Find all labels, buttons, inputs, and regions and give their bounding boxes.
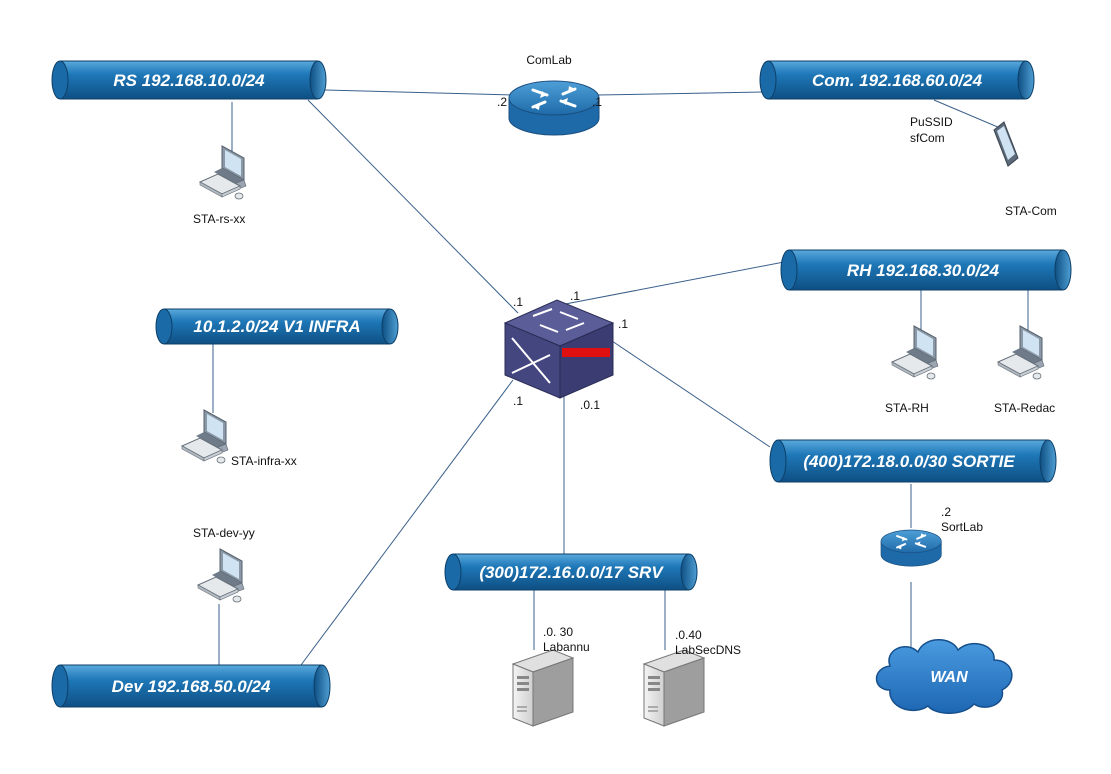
- sta-redac-label: STA-Redac: [994, 401, 1055, 415]
- sta-rs-label: STA-rs-xx: [193, 212, 245, 226]
- bus-sortie-label: (400)172.18.0.0/30 SORTIE: [803, 452, 1015, 471]
- pc-icon: [891, 325, 939, 380]
- bus-rs-label: RS 192.168.10.0/24: [113, 71, 265, 90]
- bus-srv-label: (300)172.16.0.0/17 SRV: [479, 563, 664, 582]
- pc-icon: [997, 325, 1045, 380]
- addr-sw-rh: .1: [570, 289, 580, 303]
- bus-rh[interactable]: RH 192.168.30.0/24: [780, 249, 1072, 291]
- link-rs-switch: [307, 99, 519, 314]
- router-icon: [879, 529, 943, 568]
- wan-label: WAN: [930, 669, 968, 686]
- server-icon: [512, 649, 574, 727]
- link-rs-comlab: [324, 89, 513, 96]
- bus-dev-label: Dev 192.168.50.0/24: [112, 677, 271, 696]
- sta-dev-label: STA-dev-yy: [193, 526, 255, 540]
- pc-icon: [181, 409, 229, 464]
- link-comlab-com: [597, 91, 765, 96]
- bus-infra[interactable]: 10.1.2.0/24 V1 INFRA: [155, 308, 399, 345]
- sta-com-label: STA-Com: [1005, 204, 1057, 218]
- bus-rh-label: RH 192.168.30.0/24: [847, 261, 1000, 280]
- smartphone-icon: [993, 121, 1019, 167]
- ssid-value: sfCom: [910, 131, 945, 145]
- sta-infra-label: STA-infra-xx: [231, 454, 297, 468]
- bus-com[interactable]: Com. 192.168.60.0/24: [759, 60, 1035, 100]
- addr-sw-rs: .1: [513, 295, 523, 309]
- server-labannu[interactable]: .0. 30 Labannu: [512, 625, 590, 727]
- bus-sortie[interactable]: (400)172.18.0.0/30 SORTIE: [769, 439, 1057, 483]
- links: [212, 89, 1029, 666]
- server-icon: [643, 649, 705, 727]
- sta-com[interactable]: PuSSID sfCom STA-Com: [910, 115, 1057, 218]
- link-switch-rh: [554, 261, 785, 307]
- router-icon: [507, 79, 601, 137]
- link-com-phone: [933, 99, 1001, 129]
- router-comlab-label: ComLab: [526, 53, 572, 67]
- sta-rs[interactable]: STA-rs-xx: [193, 145, 247, 226]
- router-comlab[interactable]: ComLab .2 .1: [497, 53, 602, 137]
- link-switch-sortie: [611, 340, 771, 448]
- addr-sw-srv: .0.1: [580, 398, 600, 412]
- bus-infra-label: 10.1.2.0/24 V1 INFRA: [193, 317, 360, 336]
- addr-sortlab: .2: [941, 505, 951, 519]
- core-switch[interactable]: .1 .1 .1 .1 .0.1: [503, 289, 628, 412]
- addr-labsecdns: .0.40: [675, 628, 702, 642]
- server-labannu-label: Labannu: [543, 640, 590, 654]
- bus-com-label: Com. 192.168.60.0/24: [812, 71, 983, 90]
- router-sortlab[interactable]: .2 SortLab: [879, 505, 983, 568]
- router-sortlab-label: SortLab: [941, 520, 983, 534]
- sta-rh[interactable]: STA-RH: [885, 325, 939, 415]
- sta-redac[interactable]: STA-Redac: [994, 325, 1055, 415]
- addr-sw-dev: .1: [513, 394, 523, 408]
- bus-srv[interactable]: (300)172.16.0.0/17 SRV: [444, 553, 698, 591]
- server-labsecdns-label: LabSecDNS: [675, 643, 741, 657]
- pc-icon: [197, 548, 245, 603]
- bus-rs[interactable]: RS 192.168.10.0/24: [51, 60, 327, 100]
- bus-dev[interactable]: Dev 192.168.50.0/24: [51, 664, 331, 708]
- sta-infra[interactable]: STA-infra-xx: [181, 409, 297, 468]
- ssid-label: PuSSID: [910, 115, 953, 129]
- server-labsecdns[interactable]: .0.40 LabSecDNS: [643, 628, 741, 727]
- cloud-icon: [875, 639, 1013, 714]
- addr-comlab-left: .2: [497, 95, 507, 109]
- addr-labannu: .0. 30: [543, 625, 573, 639]
- sta-dev[interactable]: STA-dev-yy: [193, 526, 255, 603]
- pc-icon: [199, 145, 247, 200]
- link-switch-dev: [300, 379, 514, 666]
- sta-rh-label: STA-RH: [885, 401, 929, 415]
- addr-comlab-right: .1: [592, 95, 602, 109]
- wan-cloud[interactable]: WAN: [875, 639, 1013, 714]
- switch-icon: [503, 299, 615, 399]
- addr-sw-sortie: .1: [618, 317, 628, 331]
